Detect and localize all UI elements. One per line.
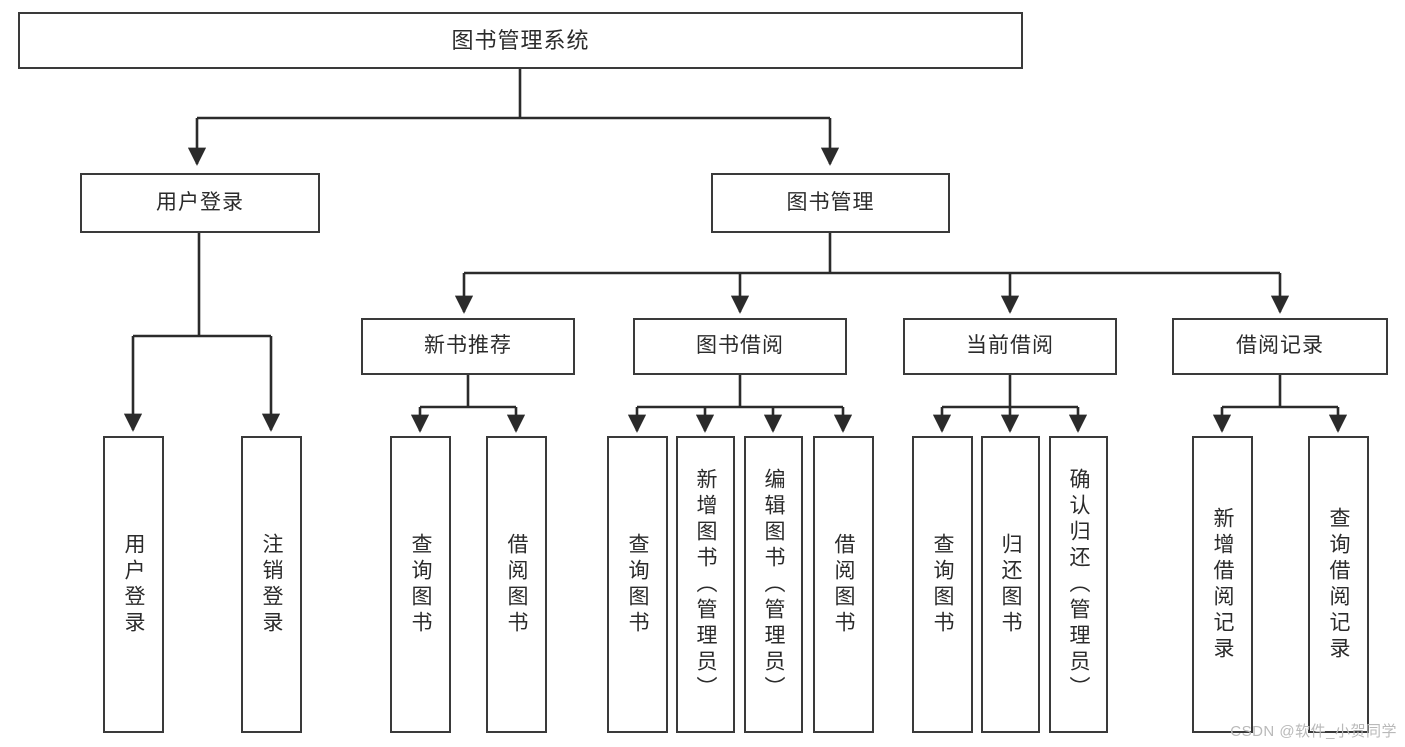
node-label: 归还图书 (999, 532, 1022, 637)
node-label: 查询图书 (931, 532, 954, 637)
node-label: 查询图书 (626, 532, 649, 637)
node-label: 查询图书 (409, 532, 432, 637)
node-label: 编辑图书（管理员） (762, 467, 785, 702)
node-user-login[interactable]: 用户登录 (80, 173, 320, 233)
node-label: 用户登录 (156, 190, 244, 214)
node-label: 新增图书（管理员） (694, 467, 717, 702)
node-label: 借阅图书 (832, 532, 855, 637)
node-root-book-management-system[interactable]: 图书管理系统 (18, 12, 1023, 69)
node-book-borrow[interactable]: 图书借阅 (633, 318, 847, 375)
node-label: 用户登录 (122, 532, 145, 637)
leaf-add-book-admin[interactable]: 新增图书（管理员） (676, 436, 735, 733)
node-label: 新书推荐 (424, 334, 512, 358)
node-label: 图书管理 (786, 190, 875, 214)
node-label: 图书管理系统 (451, 27, 590, 53)
leaf-logout[interactable]: 注销登录 (241, 436, 302, 733)
leaf-user-login[interactable]: 用户登录 (103, 436, 164, 733)
node-borrow-record[interactable]: 借阅记录 (1172, 318, 1388, 375)
node-label: 新增借阅记录 (1211, 506, 1234, 663)
node-book-management[interactable]: 图书管理 (711, 173, 950, 233)
leaf-query-book-recommend[interactable]: 查询图书 (390, 436, 451, 733)
node-label: 当前借阅 (966, 334, 1054, 358)
node-new-book-recommend[interactable]: 新书推荐 (361, 318, 575, 375)
node-label: 借阅图书 (505, 532, 528, 637)
node-label: 注销登录 (260, 532, 283, 637)
node-label: 图书借阅 (696, 334, 784, 358)
node-label: 查询借阅记录 (1327, 506, 1350, 663)
leaf-return-book[interactable]: 归还图书 (981, 436, 1040, 733)
node-current-borrow[interactable]: 当前借阅 (903, 318, 1117, 375)
node-label: 借阅记录 (1236, 334, 1324, 358)
node-label: 确认归还（管理员） (1067, 467, 1090, 702)
leaf-edit-book-admin[interactable]: 编辑图书（管理员） (744, 436, 803, 733)
leaf-borrow-book-recommend[interactable]: 借阅图书 (486, 436, 547, 733)
leaf-add-borrow-record[interactable]: 新增借阅记录 (1192, 436, 1253, 733)
leaf-query-borrow-record[interactable]: 查询借阅记录 (1308, 436, 1369, 733)
leaf-borrow-book[interactable]: 借阅图书 (813, 436, 874, 733)
leaf-query-book-borrow[interactable]: 查询图书 (607, 436, 668, 733)
leaf-query-book-current[interactable]: 查询图书 (912, 436, 973, 733)
leaf-confirm-return-admin[interactable]: 确认归还（管理员） (1049, 436, 1108, 733)
